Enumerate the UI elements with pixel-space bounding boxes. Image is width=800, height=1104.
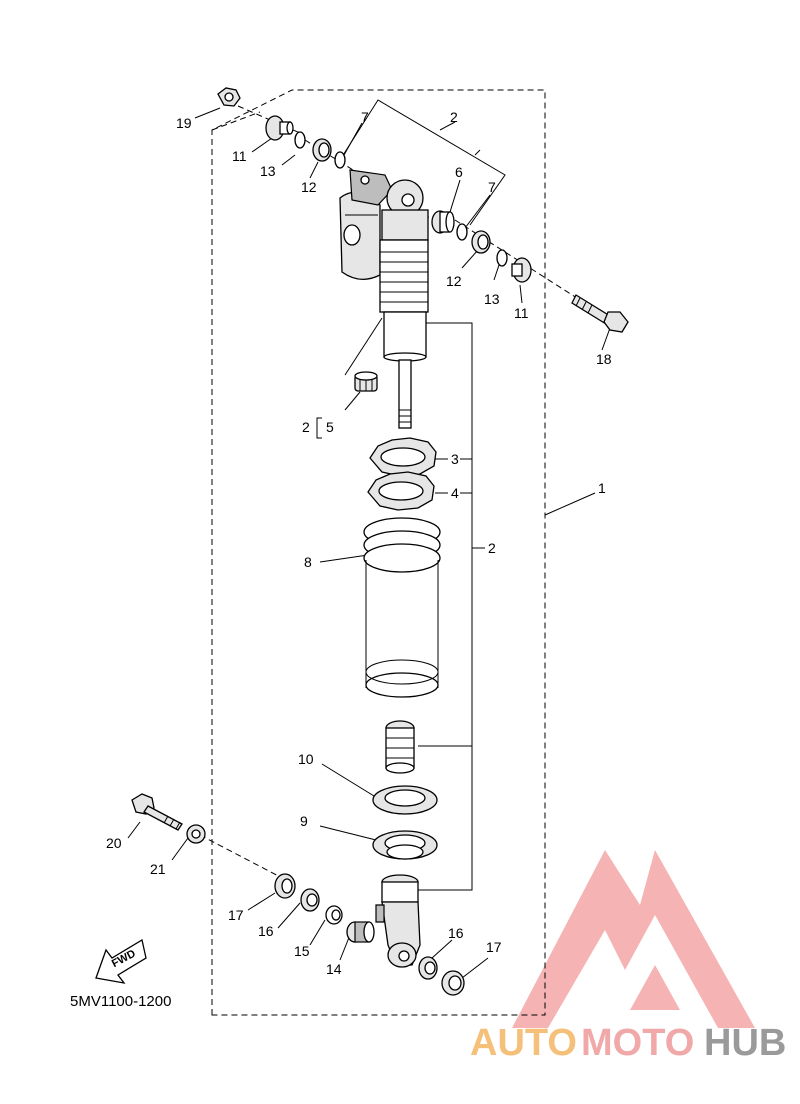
part-9-spring-guide[interactable] xyxy=(372,830,438,860)
part-8-spring[interactable] xyxy=(363,517,441,698)
callout-2-valve: 2 xyxy=(302,419,310,435)
callout-16-left: 16 xyxy=(258,923,274,939)
callout-3: 3 xyxy=(451,451,459,467)
diagram-code: 5MV1100-1200 xyxy=(70,993,171,1010)
callout-5: 5 xyxy=(326,419,334,435)
callout-12-left: 12 xyxy=(301,179,317,195)
callout-17-left: 17 xyxy=(228,907,244,923)
part-4-lock-nut[interactable] xyxy=(367,471,435,511)
part-11-collar-right[interactable] xyxy=(511,257,532,283)
callout-7-left: 7 xyxy=(361,109,369,125)
callout-21: 21 xyxy=(150,861,166,877)
callout-18: 18 xyxy=(596,351,612,367)
part-11-collar-left[interactable] xyxy=(265,115,294,141)
part-19-nut[interactable] xyxy=(217,87,241,107)
callout-14: 14 xyxy=(326,961,342,977)
part-20-bolt[interactable] xyxy=(131,793,183,831)
callout-2-main: 2 xyxy=(488,540,496,556)
part-21-washer[interactable] xyxy=(186,824,206,844)
callout-1: 1 xyxy=(598,480,606,496)
part-10-spring-seat[interactable] xyxy=(372,785,438,815)
callout-6: 6 xyxy=(455,164,463,180)
part-12-seal-right[interactable] xyxy=(471,230,491,254)
part-17-collar-right[interactable] xyxy=(441,970,465,996)
part-7-circlip-left[interactable] xyxy=(334,151,346,169)
fwd-arrow-icon: FWD xyxy=(95,938,147,984)
callout-19: 19 xyxy=(176,115,192,131)
callout-8: 8 xyxy=(304,554,312,570)
lower-clevis[interactable] xyxy=(375,874,421,968)
callout-2-top: 2 xyxy=(450,109,458,125)
watermark-part-auto: AUTO xyxy=(470,1022,577,1064)
part-7-circlip-right[interactable] xyxy=(456,223,468,241)
part-3-ring-nut[interactable] xyxy=(369,437,437,477)
watermark-part-moto: MOTO xyxy=(581,1022,694,1064)
callout-13-right: 13 xyxy=(484,291,500,307)
assembly-boundary xyxy=(211,89,546,1016)
part-6-bushing[interactable] xyxy=(431,210,455,234)
part-16-seal-left[interactable] xyxy=(300,888,320,912)
part-13-oring-right[interactable] xyxy=(496,249,508,267)
callout-17-right: 17 xyxy=(486,939,502,955)
watermark-part-hub: HUB xyxy=(704,1022,786,1064)
shock-body[interactable] xyxy=(379,179,429,429)
part-12-seal-left[interactable] xyxy=(312,138,332,162)
callout-11-left: 11 xyxy=(232,148,247,164)
part-15-collar[interactable] xyxy=(325,905,343,925)
callout-labels: 19 11 13 12 7 2 6 7 12 13 11 18 2 5 3 4 … xyxy=(106,109,612,977)
watermark-text: AUTO MOTO HUB xyxy=(470,1022,786,1064)
callout-12-right: 12 xyxy=(446,273,462,289)
part-13-oring-left[interactable] xyxy=(294,131,306,149)
callout-10: 10 xyxy=(298,751,314,767)
watermark-logo-icon xyxy=(512,850,755,1028)
callout-20: 20 xyxy=(106,835,122,851)
part-17-collar-left[interactable] xyxy=(274,873,296,899)
callout-13-left: 13 xyxy=(260,163,276,179)
callout-7-right: 7 xyxy=(488,179,496,195)
shock-reservoir[interactable] xyxy=(339,169,393,280)
callout-9: 9 xyxy=(300,813,308,829)
callout-11-right: 11 xyxy=(514,305,529,321)
bump-rubber[interactable] xyxy=(385,720,415,774)
part-14-bearing[interactable] xyxy=(346,921,375,943)
part-18-bolt[interactable] xyxy=(571,294,629,333)
callout-16-right: 16 xyxy=(448,925,464,941)
callout-15: 15 xyxy=(294,943,310,959)
part-5-valve[interactable] xyxy=(354,371,378,392)
part-16-seal-right[interactable] xyxy=(418,956,438,980)
callout-4: 4 xyxy=(451,485,459,501)
boundary-guide-top xyxy=(211,111,261,131)
